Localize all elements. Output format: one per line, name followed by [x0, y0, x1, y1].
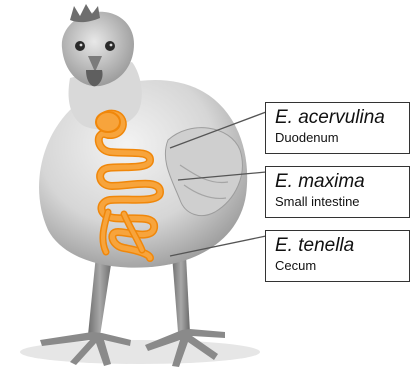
site-label: Cecum [275, 257, 409, 275]
label-box-duodenum: E. acervulina Duodenum [265, 102, 410, 154]
site-label: Small intestine [275, 193, 409, 211]
label-box-cecum: E. tenella Cecum [265, 230, 410, 282]
species-label: E. tenella [275, 235, 409, 257]
species-label: E. maxima [275, 171, 409, 193]
species-label: E. acervulina [275, 107, 409, 129]
label-box-small-intestine: E. maxima Small intestine [265, 166, 410, 218]
site-label: Duodenum [275, 129, 409, 147]
